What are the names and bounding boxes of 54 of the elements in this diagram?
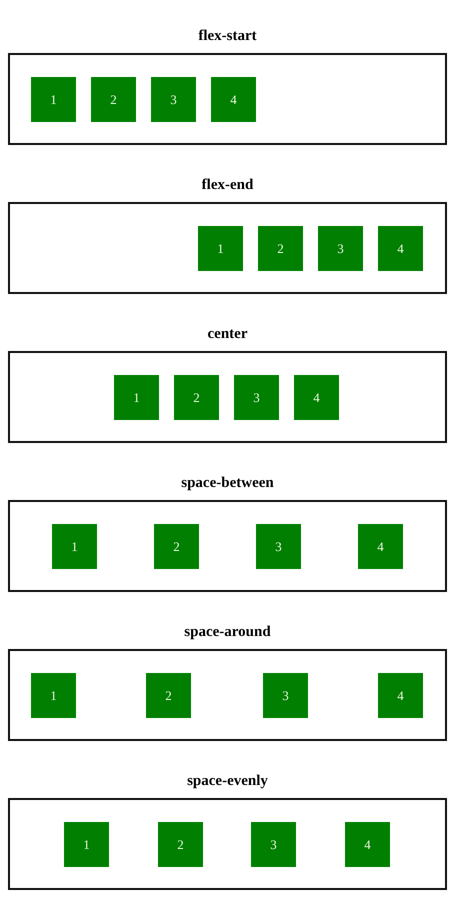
item-number: 1 <box>83 837 90 852</box>
flex-item <box>251 822 296 867</box>
flex-item <box>198 226 243 271</box>
flex-item <box>64 822 109 867</box>
item-number: 3 <box>337 241 344 256</box>
section-heading: space-evenly <box>187 772 268 790</box>
flex-item <box>256 524 301 569</box>
item-number: 4 <box>313 390 320 405</box>
flex-item <box>234 375 279 420</box>
flex-item <box>151 77 196 122</box>
flex-item <box>378 226 423 271</box>
item-number: 3 <box>270 837 277 852</box>
item-number: 4 <box>377 539 384 554</box>
flex-item <box>358 524 403 569</box>
flex-item <box>294 375 339 420</box>
item-number: 1 <box>133 390 140 405</box>
flex-item <box>174 375 219 420</box>
item-number: 4 <box>364 837 371 852</box>
section-heading: space-between <box>181 474 274 492</box>
flex-item <box>263 673 308 718</box>
flex-item <box>31 673 76 718</box>
item-number: 3 <box>253 390 260 405</box>
flex-item <box>154 524 199 569</box>
item-number: 1 <box>71 539 78 554</box>
item-number: 2 <box>173 539 180 554</box>
section-heading: flex-end <box>202 176 254 194</box>
item-number: 1 <box>50 92 57 107</box>
flex-item <box>52 524 97 569</box>
section-heading: space-around <box>184 623 271 641</box>
flex-item <box>114 375 159 420</box>
item-number: 4 <box>397 241 404 256</box>
section-heading: flex-start <box>198 27 257 45</box>
item-number: 3 <box>282 688 289 703</box>
flex-item <box>345 822 390 867</box>
item-number: 2 <box>165 688 172 703</box>
item-number: 3 <box>275 539 282 554</box>
flex-item <box>258 226 303 271</box>
flex-item <box>91 77 136 122</box>
item-number: 2 <box>177 837 184 852</box>
item-number: 3 <box>170 92 177 107</box>
flex-item <box>146 673 191 718</box>
item-number: 1 <box>217 241 224 256</box>
item-number: 1 <box>50 688 57 703</box>
item-number: 2 <box>110 92 117 107</box>
item-number: 4 <box>397 688 404 703</box>
flex-item <box>158 822 203 867</box>
flex-item <box>211 77 256 122</box>
section-heading: center <box>208 325 248 343</box>
item-number: 2 <box>277 241 284 256</box>
flex-item <box>318 226 363 271</box>
item-number: 2 <box>193 390 200 405</box>
flex-item <box>31 77 76 122</box>
flex-item <box>378 673 423 718</box>
item-number: 4 <box>230 92 237 107</box>
